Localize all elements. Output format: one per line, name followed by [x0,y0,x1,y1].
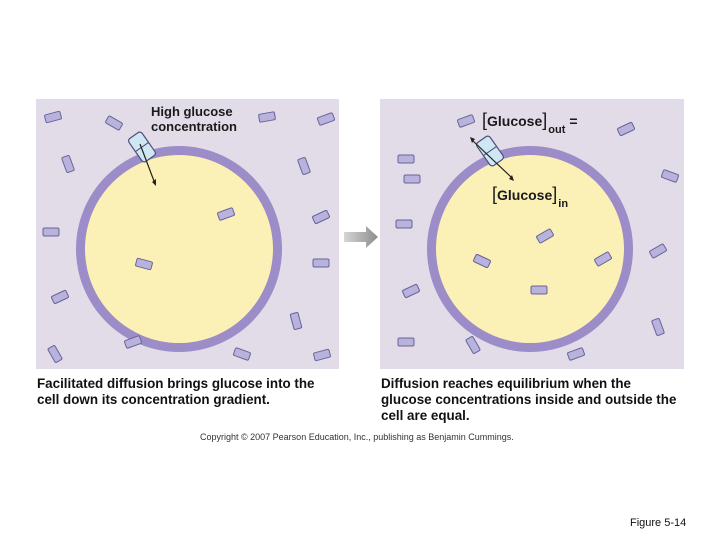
glucose-molecule-icon [317,112,335,126]
glucose-molecule-icon [61,155,75,173]
panel-equilibrium [380,99,684,369]
glucose-molecule-icon [617,121,635,137]
diffusion-arrow [472,140,512,178]
glucose-molecule-icon [47,345,63,363]
glucose-molecule-icon [51,289,69,305]
glucose-molecule-icon [651,318,665,336]
glucose-molecule-icon [312,258,330,268]
caption-equilibrium: Diffusion reaches equilibrium when the g… [381,376,677,423]
glucose-molecule-icon [44,110,62,124]
glucose-molecule-icon [594,251,612,267]
cytoplasm [85,155,273,343]
transport-protein-icon [127,131,157,163]
panel-before-equilibrium [36,99,339,369]
glucose-molecule-icon [105,115,123,131]
glucose-molecule-icon [530,285,548,295]
glucose-molecule-icon [233,347,251,361]
glucose-molecule-icon [395,219,413,229]
glucose-molecule-icon [465,336,481,354]
glucose-molecule-icon [258,111,276,123]
glucose-molecule-icon [403,174,421,184]
glucose-molecule-icon [567,347,585,361]
glucose-molecule-icon [536,228,554,244]
glucose-molecule-icon [297,157,311,175]
figure-label: Figure 5-14 [630,517,687,529]
glucose-out-label: [Glucose]out= [482,110,578,136]
glucose-molecule-icon [124,335,142,349]
glucose-molecule-icon [217,207,235,221]
copyright-notice: Copyright © 2007 Pearson Education, Inc.… [200,432,514,442]
glucose-molecule-icon [397,337,415,347]
glucose-in-label: [Glucose]in [492,184,569,210]
glucose-molecule-icon [42,227,60,237]
glucose-molecule-icon [135,257,153,271]
cell-diagram-left [42,110,335,363]
glucose-molecule-icon [649,243,667,259]
glucose-molecule-icon [457,114,475,128]
glucose-molecule-icon [473,253,491,269]
arrowhead-out [470,137,475,143]
arrowhead [152,179,156,186]
glucose-molecule-icon [661,169,679,183]
glucose-molecule-icon [397,154,415,164]
arrowhead-in [509,175,514,181]
high-glucose-label: High glucose concentration [151,104,237,134]
cytoplasm [436,155,624,343]
glucose-molecule-icon [313,348,331,362]
transport-protein-icon [475,135,505,167]
cell-diagram-right [395,114,679,361]
caption-facilitated-diffusion: Facilitated diffusion brings glucose int… [37,376,337,408]
glucose-molecule-icon [312,209,330,225]
caption-text: brings glucose into the cell down its co… [37,376,315,407]
glucose-molecule-icon [402,283,420,299]
glucose-entry-arrow [139,143,155,182]
caption-term: Facilitated diffusion [37,376,164,391]
glucose-molecule-icon [289,312,303,330]
right-arrow-icon [344,226,378,248]
